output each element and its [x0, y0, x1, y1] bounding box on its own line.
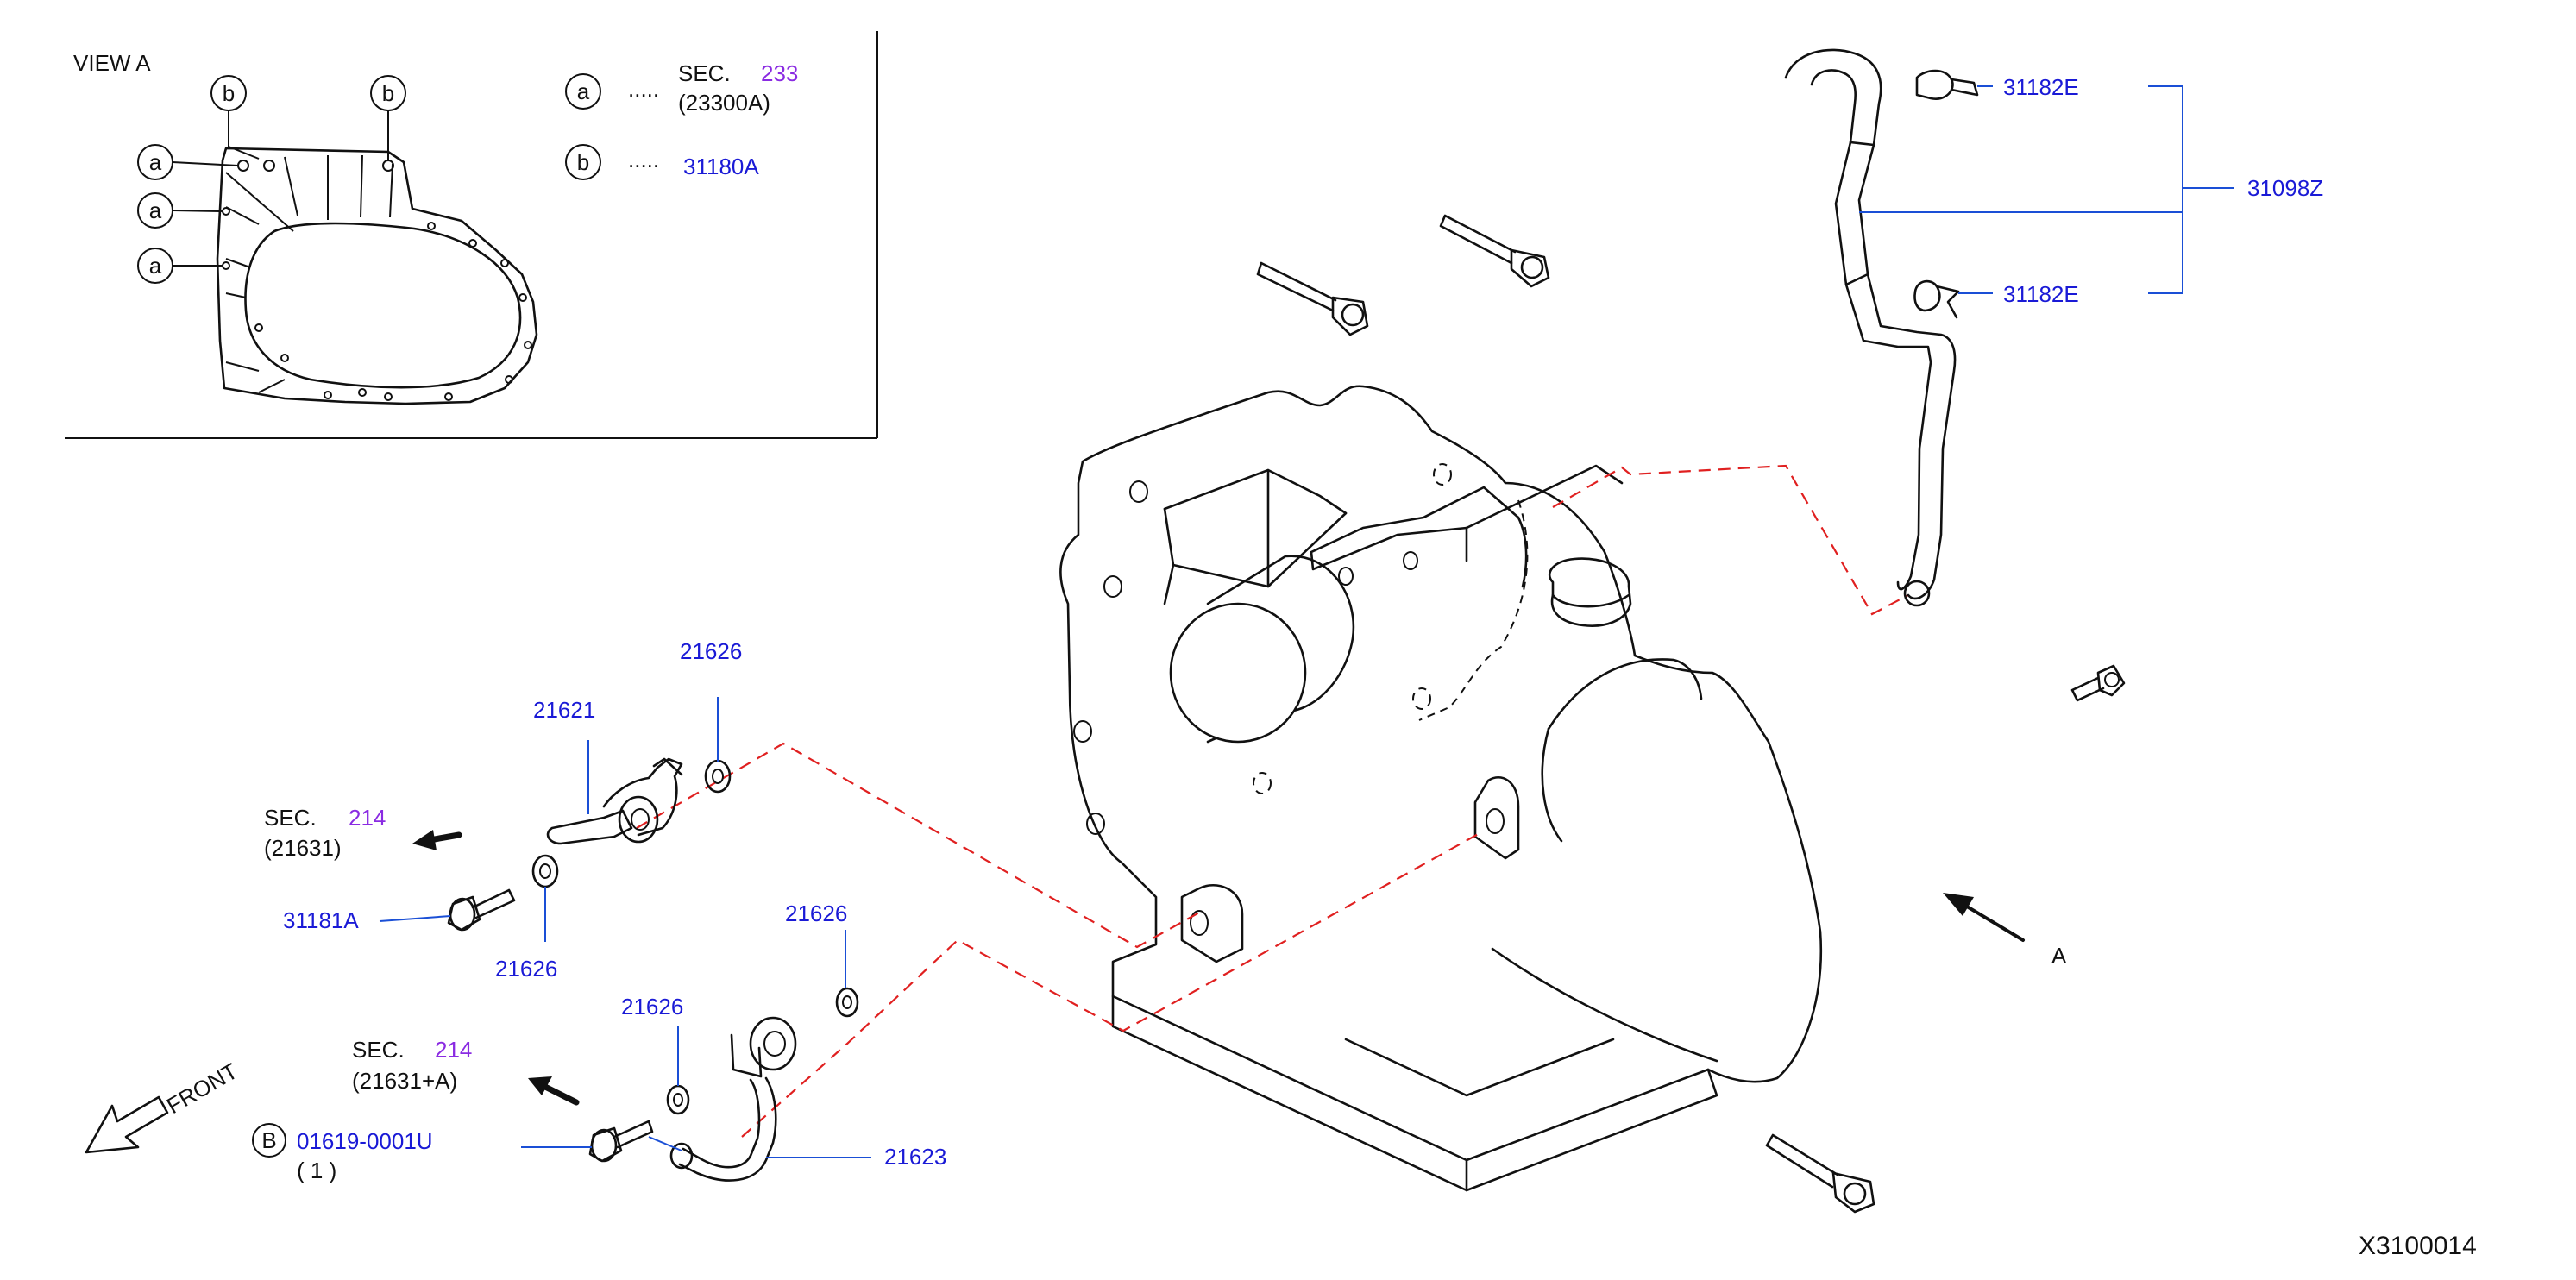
breather-hose-drawing: [1784, 48, 1979, 607]
washer-21626-upper-lower: [531, 854, 559, 888]
hose-21623-drawing: [669, 1016, 797, 1182]
view-a-marker-b-right: b: [370, 75, 406, 160]
leader-lines: [379, 85, 2234, 1158]
front-direction-arrow: FRONT: [85, 1057, 242, 1154]
bolt-right: [2070, 664, 2126, 702]
view-a-arrow: A: [1943, 893, 2067, 969]
washer-21626-lower-right: [835, 987, 859, 1018]
sec-upper-number: 214: [349, 805, 386, 831]
label-21626-lower-left: 21626: [621, 994, 683, 1020]
view-a-arrow-label: A: [2051, 943, 2067, 969]
view-a-marker-a-3: a: [137, 248, 223, 284]
front-label: FRONT: [162, 1057, 242, 1119]
svg-text:.....: .....: [628, 147, 659, 173]
view-a-inset: VIEW A b b: [65, 31, 878, 439]
sec-lower-ref: (21631+A): [352, 1068, 457, 1094]
bolt-01619-0001u-drawing: [588, 1120, 654, 1163]
label-21623: 21623: [884, 1144, 946, 1170]
bolt-top-center: [1439, 214, 1550, 288]
callout-labels: 31182E 31182E 31098Z 21626 21621 SEC. 21…: [252, 74, 2477, 1260]
bolt-31181a-drawing: [447, 888, 516, 932]
view-a-marker-a-1: a: [137, 144, 239, 180]
sec-lower-number: 214: [435, 1037, 472, 1063]
view-a-title: VIEW A: [73, 50, 151, 76]
label-31098z: 31098Z: [2247, 175, 2323, 201]
sec-upper-label: SEC.: [264, 805, 317, 831]
label-01619-0001u: 01619-0001U: [297, 1128, 433, 1154]
svg-text:a: a: [149, 198, 162, 223]
view-a-legend-a: a ..... SEC. 233 (23300A): [565, 60, 798, 116]
bolt-lower-marker: B: [261, 1127, 276, 1153]
washer-21626-lower-left: [666, 1084, 690, 1115]
diagram-id: X3100014: [2359, 1232, 2477, 1260]
label-21621: 21621: [533, 697, 595, 723]
svg-text:31180A: 31180A: [683, 154, 759, 179]
label-21626-lower-right: 21626: [785, 900, 847, 926]
svg-text:SEC.: SEC.: [678, 60, 731, 86]
bolt-top-left: [1256, 261, 1369, 336]
view-a-legend-b: b ..... 31180A: [565, 144, 759, 180]
hose-21621-drawing: [546, 757, 683, 845]
view-a-marker-b-left: b: [210, 75, 260, 160]
svg-text:(23300A): (23300A): [678, 90, 770, 116]
label-31182e-top: 31182E: [2003, 74, 2079, 100]
bolt-lower-qty: ( 1 ): [297, 1158, 336, 1183]
svg-text:a: a: [149, 149, 162, 175]
bolt-bottom: [1765, 1133, 1875, 1214]
arrow-sec-214-lower: [528, 1076, 580, 1106]
svg-text:b: b: [382, 80, 394, 106]
svg-text:b: b: [577, 149, 589, 175]
view-a-marker-a-2: a: [137, 192, 223, 229]
sec-lower-label: SEC.: [352, 1037, 405, 1063]
guide-lines: [636, 464, 1909, 1138]
svg-text:.....: .....: [628, 76, 659, 102]
sec-upper-ref: (21631): [264, 835, 342, 861]
transmission-case-drawing: [1059, 385, 1822, 1192]
view-a-housing-drawing: [216, 147, 538, 405]
svg-text:b: b: [223, 80, 235, 106]
label-31182e-bottom: 31182E: [2003, 281, 2079, 307]
label-21626-upper-lower: 21626: [495, 956, 557, 982]
svg-text:233: 233: [761, 60, 798, 86]
arrow-sec-214-upper: [412, 830, 462, 850]
label-31181a: 31181A: [283, 907, 359, 933]
svg-text:a: a: [577, 78, 590, 104]
svg-text:a: a: [149, 253, 162, 279]
label-21626-upper: 21626: [680, 638, 742, 664]
